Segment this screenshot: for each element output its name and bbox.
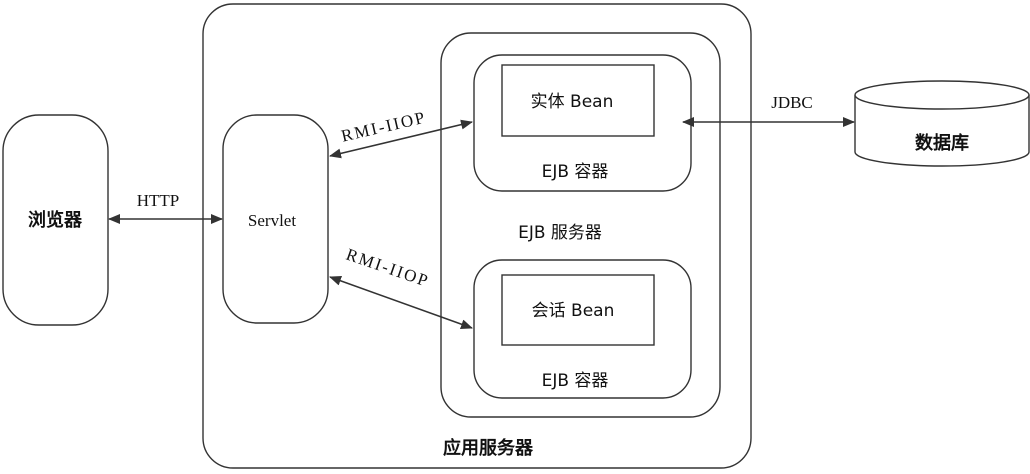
edge-jdbc-label: JDBC (771, 93, 813, 112)
session-bean-node: 会话 Bean (501, 274, 655, 346)
entity-bean-label: 实体 Bean (531, 92, 614, 112)
servlet-node: Servlet (222, 114, 329, 324)
servlet-label: Servlet (248, 211, 296, 230)
ejb-container-bottom-label: EJB 容器 (542, 371, 609, 391)
edge-jdbc: JDBC (682, 93, 855, 127)
database-label: 数据库 (915, 132, 969, 154)
ejb-container-top-label: EJB 容器 (542, 162, 609, 182)
app-server-label: 应用服务器 (443, 437, 534, 459)
database-node: 数据库 (854, 80, 1030, 167)
browser-node: 浏览器 (2, 114, 109, 326)
ejb-server-label: EJB 服务器 (518, 223, 602, 243)
edge-http: HTTP (108, 191, 223, 224)
edge-http-label: HTTP (137, 191, 180, 210)
session-bean-label: 会话 Bean (532, 301, 615, 321)
entity-bean-node: 实体 Bean (501, 64, 655, 137)
browser-label: 浏览器 (28, 209, 83, 231)
